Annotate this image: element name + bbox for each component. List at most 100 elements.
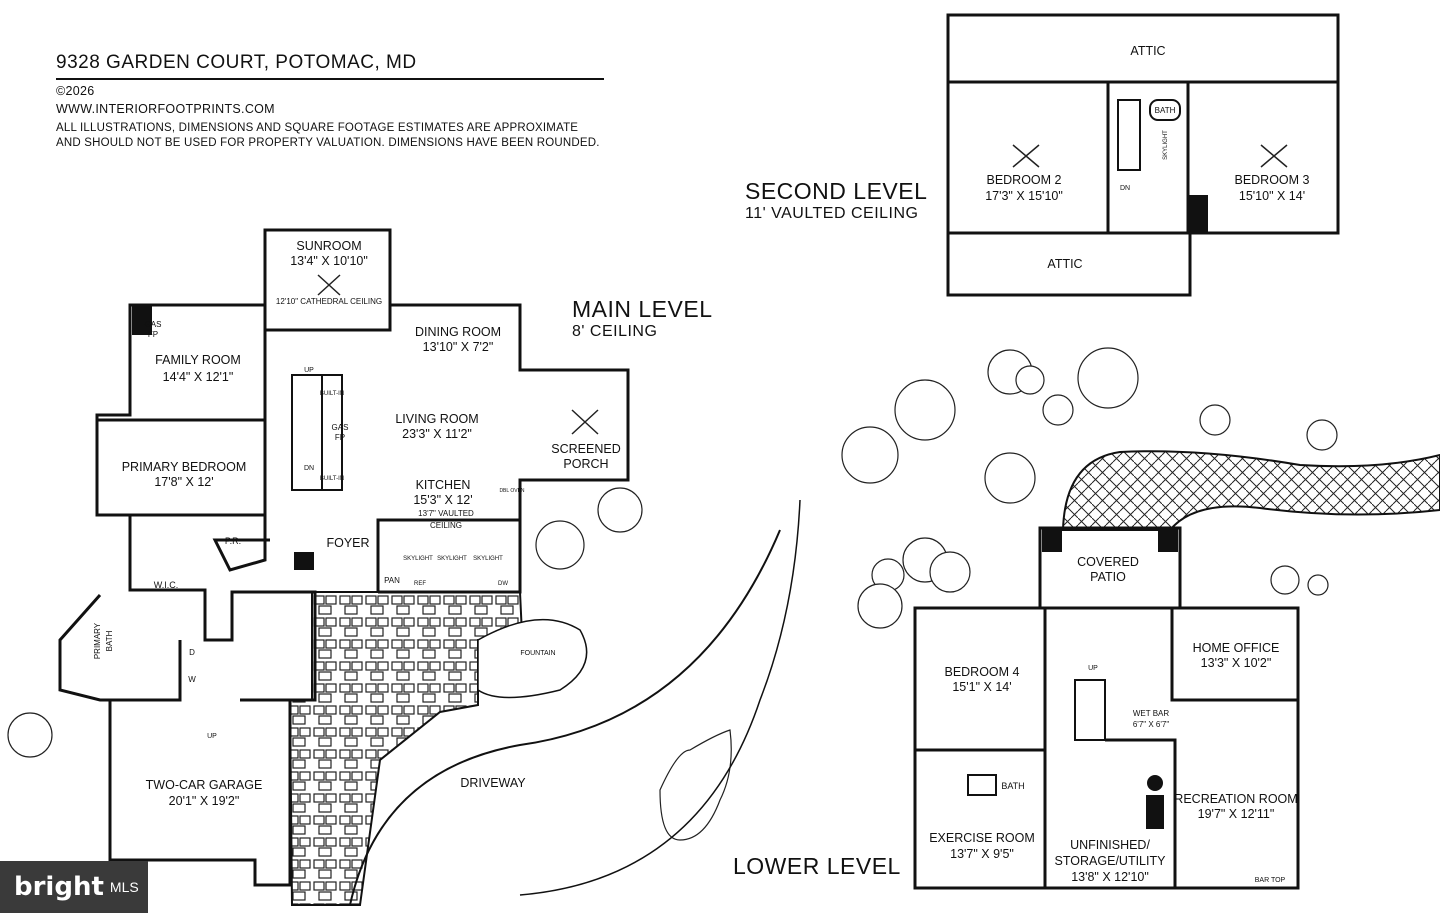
lower-level-plan bbox=[913, 526, 1300, 890]
sunroom-name: SUNROOM bbox=[296, 239, 361, 253]
second-staircase bbox=[1117, 99, 1141, 171]
screened-porch-name: SCREENED bbox=[551, 442, 620, 456]
bedroom-3-dims: 15'10" X 14' bbox=[1239, 189, 1305, 203]
lower-level-outline bbox=[913, 606, 1300, 890]
second-bath-tub bbox=[1149, 99, 1181, 121]
plan-header: 9328 GARDEN COURT, POTOMAC, MD ©2026 WWW… bbox=[56, 52, 616, 151]
covered-patio-name-2: PATIO bbox=[1090, 570, 1126, 584]
living-room-dims: 23'3" X 11'2" bbox=[402, 427, 472, 441]
home-office-dims: 13'3" X 10'2" bbox=[1201, 656, 1272, 670]
kitchen-name: KITCHEN bbox=[416, 478, 471, 492]
primary-bath-name-2: BATH bbox=[105, 630, 114, 651]
copyright: ©2026 bbox=[56, 84, 95, 98]
main-staircase bbox=[291, 374, 323, 491]
recreation-room-name: RECREATION ROOM bbox=[1174, 792, 1297, 806]
sunroom-fan-icon bbox=[317, 274, 341, 296]
exercise-room-dims: 13'7" X 9'5" bbox=[950, 847, 1014, 861]
screened-porch-name-2: PORCH bbox=[563, 457, 608, 471]
bright-logo: bright bbox=[14, 872, 104, 902]
living-fp-label-2: FP bbox=[335, 433, 345, 442]
second-level-ceiling: 11' VAULTED CEILING bbox=[745, 205, 919, 222]
primary-suite-walls bbox=[128, 515, 317, 702]
living-stair-up: UP bbox=[304, 367, 314, 374]
fountain-label: FOUNTAIN bbox=[520, 650, 555, 657]
tree-cluster-mid bbox=[7, 487, 1329, 758]
family-fp-label: GAS bbox=[145, 320, 162, 329]
dining-room-name: DINING ROOM bbox=[415, 325, 501, 339]
second-level-title: SECOND LEVEL bbox=[745, 178, 928, 204]
lower-attic-walls bbox=[946, 233, 1192, 297]
driveway-curve bbox=[519, 499, 801, 896]
utility-room-name: UNFINISHED/ bbox=[1070, 838, 1150, 852]
hall-walls bbox=[212, 515, 270, 572]
sunroom-dims: 13'4" X 10'10" bbox=[290, 254, 368, 268]
herringbone-walkway bbox=[1061, 450, 1440, 531]
shrub-row bbox=[659, 729, 732, 841]
disclaimer-line-1: ALL ILLUSTRATIONS, DIMENSIONS AND SQUARE… bbox=[56, 122, 579, 134]
primary-bedroom-name: PRIMARY BEDROOM bbox=[122, 460, 247, 474]
driveway-label: DRIVEWAY bbox=[460, 776, 526, 790]
patio-column-right bbox=[1158, 528, 1178, 552]
property-address: 9328 GARDEN COURT, POTOMAC, MD bbox=[56, 52, 604, 80]
lower-stair-up: UP bbox=[1088, 665, 1098, 672]
family-fp-label-2: FP bbox=[148, 330, 158, 339]
walk-in-closet-name: W.I.C. bbox=[154, 580, 179, 590]
family-room-name: FAMILY ROOM bbox=[155, 353, 241, 367]
kitchen-skylight-3: SKYLIGHT bbox=[473, 556, 503, 562]
washer-label: W bbox=[188, 675, 196, 684]
fountain-bed bbox=[477, 618, 588, 699]
kitchen-walls bbox=[376, 518, 520, 592]
wet-bar-name: WET BAR bbox=[1133, 709, 1170, 718]
second-bath-label: BATH bbox=[1155, 106, 1176, 115]
foyer-column bbox=[294, 552, 314, 570]
second-skylight-label: SKYLIGHT bbox=[1163, 130, 1169, 160]
mls-watermark: bright MLS bbox=[0, 861, 148, 913]
bedroom-2-fan-icon bbox=[1012, 144, 1040, 168]
kitchen-dw: DW bbox=[498, 581, 508, 587]
powder-room-name: P.R. bbox=[225, 536, 241, 546]
garage-dims: 20'1" X 19'2" bbox=[169, 794, 240, 808]
bar-top-label: BAR TOP bbox=[1255, 877, 1286, 884]
porch-fan-icon bbox=[571, 409, 599, 435]
kitchen-pantry: PAN bbox=[384, 576, 400, 585]
kitchen-oven: DBL OVEN bbox=[499, 488, 524, 494]
driveway-edge bbox=[349, 529, 781, 906]
covered-patio-name: COVERED bbox=[1077, 555, 1139, 569]
lower-level-title: LOWER LEVEL bbox=[733, 853, 901, 879]
ceiling-fans bbox=[317, 144, 1288, 435]
utility-room-name-2: STORAGE/UTILITY bbox=[1055, 854, 1167, 868]
sunroom-ceiling-note: 12'10" CATHEDRAL CEILING bbox=[276, 297, 382, 306]
main-level-title: MAIN LEVEL bbox=[572, 296, 713, 322]
stair-core-walls bbox=[1106, 82, 1190, 233]
dining-room-dims: 13'10" X 7'2" bbox=[423, 340, 494, 354]
main-level-plan bbox=[58, 228, 630, 887]
sunroom-walls bbox=[263, 228, 392, 332]
main-level-heading: MAIN LEVEL 8' CEILING bbox=[572, 296, 713, 341]
kitchen-ceiling-note-2: CEILING bbox=[430, 521, 462, 530]
dryer-label: D bbox=[189, 648, 195, 657]
built-in-shelving bbox=[321, 374, 343, 491]
primary-bath-name: PRIMARY bbox=[93, 622, 102, 659]
living-stair-down: DN bbox=[304, 465, 314, 472]
office-walls bbox=[1170, 608, 1298, 702]
primary-bedroom-dims: 17'8" X 12' bbox=[154, 475, 213, 489]
chimney-second bbox=[1188, 195, 1208, 233]
bedroom-4-name: BEDROOM 4 bbox=[944, 665, 1019, 679]
bedroom-3-name: BEDROOM 3 bbox=[1234, 173, 1309, 187]
wet-bar-dims: 6'7" X 6'7" bbox=[1133, 720, 1169, 729]
living-fp-label: GAS bbox=[332, 423, 349, 432]
recreation-room-dims: 19'7" X 12'11" bbox=[1198, 807, 1275, 821]
tree-cluster-upper bbox=[841, 347, 1338, 504]
attic-top-label: ATTIC bbox=[1130, 44, 1165, 58]
foyer-name: FOYER bbox=[326, 536, 369, 550]
exercise-room-name: EXERCISE ROOM bbox=[929, 831, 1035, 845]
kitchen-dims: 15'3" X 12' bbox=[413, 493, 472, 507]
living-builtin-label-2: BUILT-IN bbox=[320, 476, 344, 482]
kitchen-ref: REF bbox=[414, 581, 426, 587]
website: WWW.INTERIORFOOTPRINTS.COM bbox=[56, 102, 275, 116]
kitchen-skylight-2: SKYLIGHT bbox=[437, 556, 467, 562]
living-builtin-label: BUILT-IN bbox=[320, 391, 344, 397]
attic-bottom-label: ATTIC bbox=[1047, 257, 1082, 271]
primary-bath-walls bbox=[58, 594, 182, 702]
